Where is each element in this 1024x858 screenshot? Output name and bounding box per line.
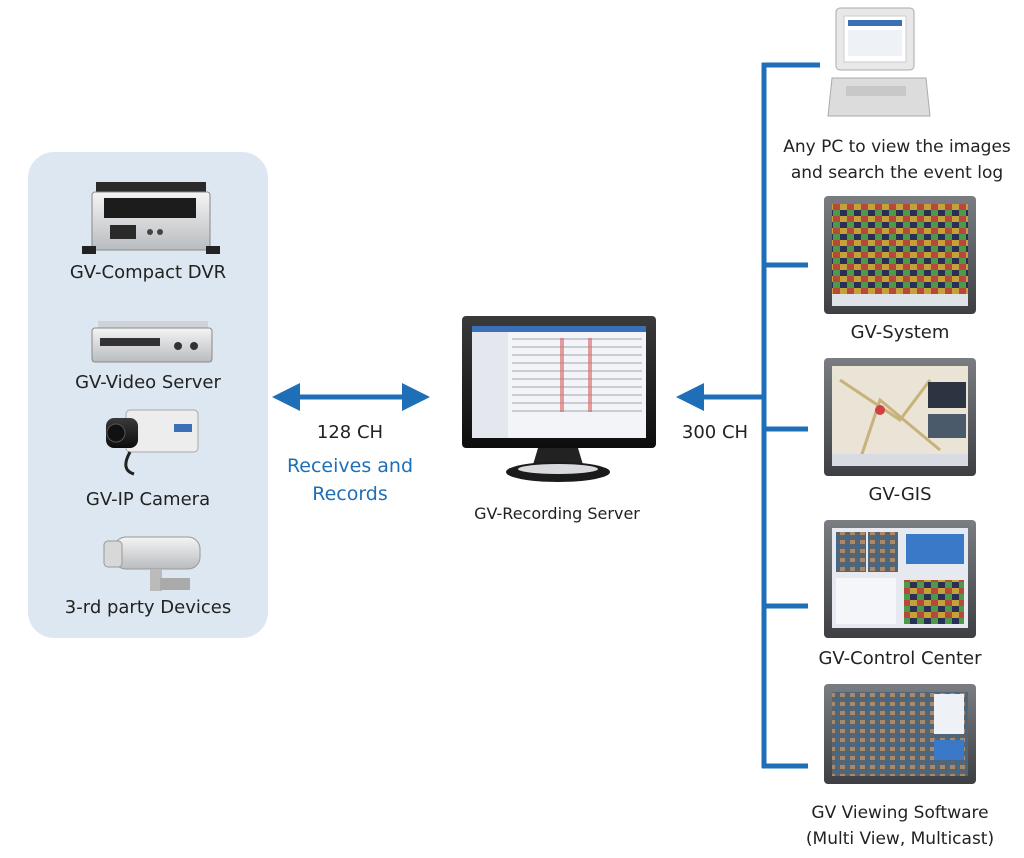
left-channel-count: 128 CH (316, 422, 384, 443)
viewing-software-screen-icon (824, 684, 976, 784)
compact-dvr-icon (82, 182, 220, 254)
client-label-viewing-software-line1: GV Viewing Software (811, 803, 989, 823)
client-label-viewing-software: GV Viewing Software (Multi View, Multica… (780, 800, 1020, 852)
video-server-icon (91, 321, 213, 363)
recording-server-label: GV-Recording Server (474, 504, 640, 523)
client-label-any-pc: Any PC to view the images and search the… (770, 134, 1024, 186)
source-label-third-party: 3-rd party Devices (64, 597, 232, 618)
left-link-action-line1: Receives and (286, 455, 414, 477)
left-link-action-line2: Records (312, 483, 388, 505)
left-link-action: Receives and Records (270, 452, 430, 508)
source-label-video-server: GV-Video Server (75, 372, 221, 393)
monitor-icon (462, 316, 656, 482)
ip-camera-icon (106, 409, 199, 476)
client-label-any-pc-line1: Any PC to view the images (783, 137, 1011, 157)
client-label-control-center: GV-Control Center (818, 648, 982, 669)
gv-gis-screen-icon (824, 358, 976, 476)
bidirectional-arrow (272, 383, 430, 411)
client-label-gv-system: GV-System (850, 322, 950, 343)
client-bus-line (761, 62, 820, 769)
incoming-arrow (676, 383, 762, 411)
source-label-compact-dvr: GV-Compact DVR (69, 262, 227, 283)
client-label-any-pc-line2: and search the event log (790, 163, 1004, 183)
client-label-gv-gis: GV-GIS (868, 484, 932, 505)
third-party-camera-icon (103, 536, 201, 591)
gv-system-screen-icon (824, 196, 976, 314)
desktop-pc-icon (827, 7, 931, 117)
right-channel-count: 300 CH (681, 422, 749, 443)
control-center-screen-icon (824, 520, 976, 638)
client-label-viewing-software-line2: (Multi View, Multicast) (805, 829, 995, 849)
source-label-ip-camera: GV-IP Camera (85, 489, 211, 510)
